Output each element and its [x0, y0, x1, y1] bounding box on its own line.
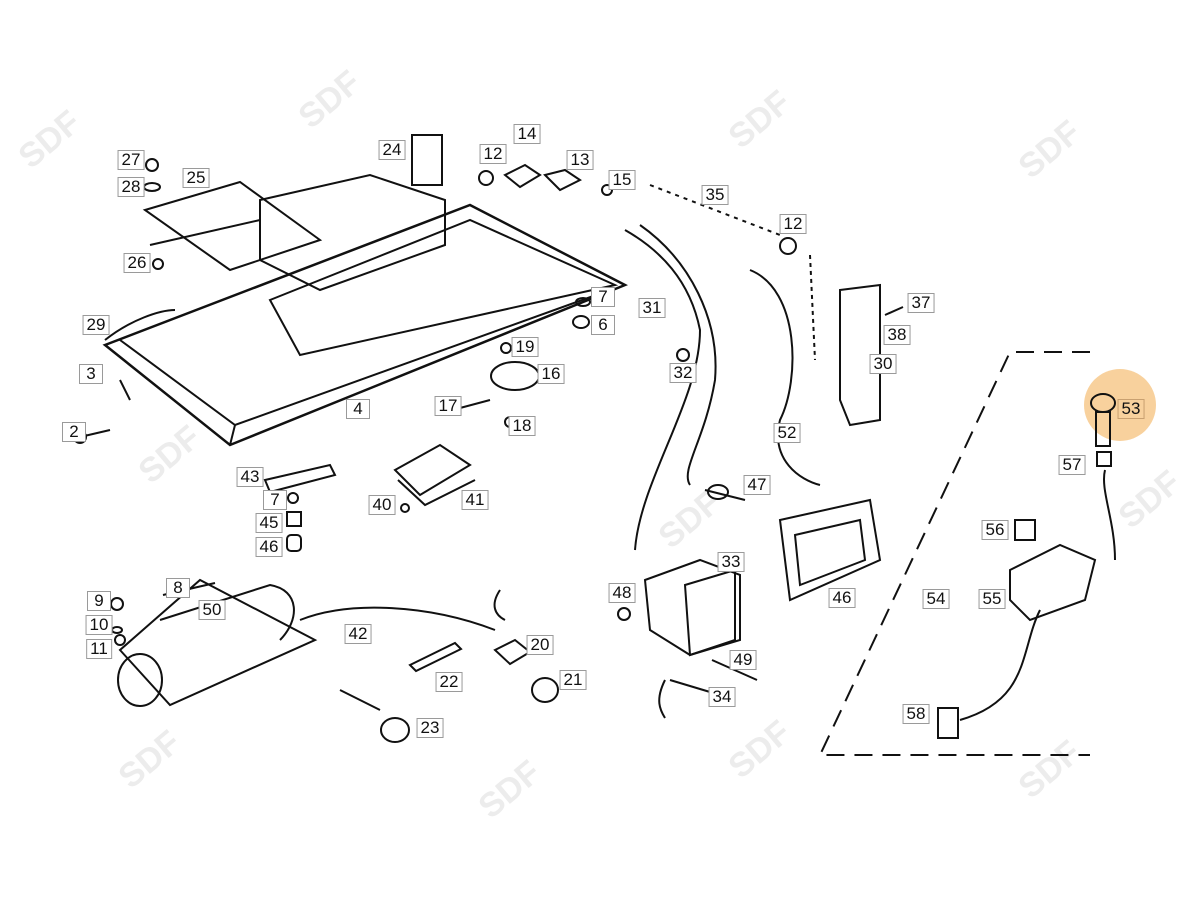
part-label-15[interactable]: 15 [608, 170, 636, 190]
part-label-12[interactable]: 12 [479, 144, 507, 164]
part-label-58[interactable]: 58 [902, 704, 930, 724]
part-label-22[interactable]: 22 [435, 672, 463, 692]
part-label-14[interactable]: 14 [513, 124, 541, 144]
part-label-23[interactable]: 23 [416, 718, 444, 738]
part-label-45[interactable]: 45 [255, 513, 283, 533]
part-label-52[interactable]: 52 [773, 423, 801, 443]
part-label-53-selected[interactable]: 53 [1117, 399, 1145, 419]
part-label-46[interactable]: 46 [255, 537, 283, 557]
part-label-49[interactable]: 49 [729, 650, 757, 670]
part-label-18[interactable]: 18 [508, 416, 536, 436]
part-label-50[interactable]: 50 [198, 600, 226, 620]
part-label-11[interactable]: 11 [86, 639, 112, 659]
part-label-29[interactable]: 29 [82, 315, 110, 335]
part-label-31[interactable]: 31 [638, 298, 666, 318]
part-label-55[interactable]: 55 [978, 589, 1006, 609]
part-label-27[interactable]: 27 [117, 150, 145, 170]
part-label-34[interactable]: 34 [708, 687, 736, 707]
part-label-46[interactable]: 46 [828, 588, 856, 608]
part-label-41[interactable]: 41 [461, 490, 489, 510]
part-label-19[interactable]: 19 [511, 337, 539, 357]
part-label-57[interactable]: 57 [1058, 455, 1086, 475]
part-label-24[interactable]: 24 [378, 140, 406, 160]
part-label-38[interactable]: 38 [883, 325, 911, 345]
part-label-40[interactable]: 40 [368, 495, 396, 515]
part-label-42[interactable]: 42 [344, 624, 372, 644]
part-label-16[interactable]: 16 [537, 364, 565, 384]
part-label-17[interactable]: 17 [434, 396, 462, 416]
part-label-30[interactable]: 30 [869, 354, 897, 374]
part-label-8[interactable]: 8 [166, 578, 190, 598]
part-label-33[interactable]: 33 [717, 552, 745, 572]
part-label-47[interactable]: 47 [743, 475, 771, 495]
part-label-25[interactable]: 25 [182, 168, 210, 188]
part-label-54[interactable]: 54 [922, 589, 950, 609]
part-label-2[interactable]: 2 [62, 422, 86, 442]
part-label-26[interactable]: 26 [123, 253, 151, 273]
part-label-9[interactable]: 9 [87, 591, 111, 611]
part-label-35[interactable]: 35 [701, 185, 729, 205]
part-label-12[interactable]: 12 [779, 214, 807, 234]
part-label-6[interactable]: 6 [591, 315, 615, 335]
part-label-48[interactable]: 48 [608, 583, 636, 603]
part-label-20[interactable]: 20 [526, 635, 554, 655]
part-label-4[interactable]: 4 [346, 399, 370, 419]
part-label-21[interactable]: 21 [559, 670, 587, 690]
part-label-7[interactable]: 7 [263, 490, 287, 510]
part-label-10[interactable]: 10 [85, 615, 113, 635]
part-label-37[interactable]: 37 [907, 293, 935, 313]
part-label-32[interactable]: 32 [669, 363, 697, 383]
part-label-3[interactable]: 3 [79, 364, 103, 384]
part-label-7[interactable]: 7 [591, 287, 615, 307]
part-label-28[interactable]: 28 [117, 177, 145, 197]
part-label-13[interactable]: 13 [566, 150, 594, 170]
part-label-56[interactable]: 56 [981, 520, 1009, 540]
part-label-43[interactable]: 43 [236, 467, 264, 487]
